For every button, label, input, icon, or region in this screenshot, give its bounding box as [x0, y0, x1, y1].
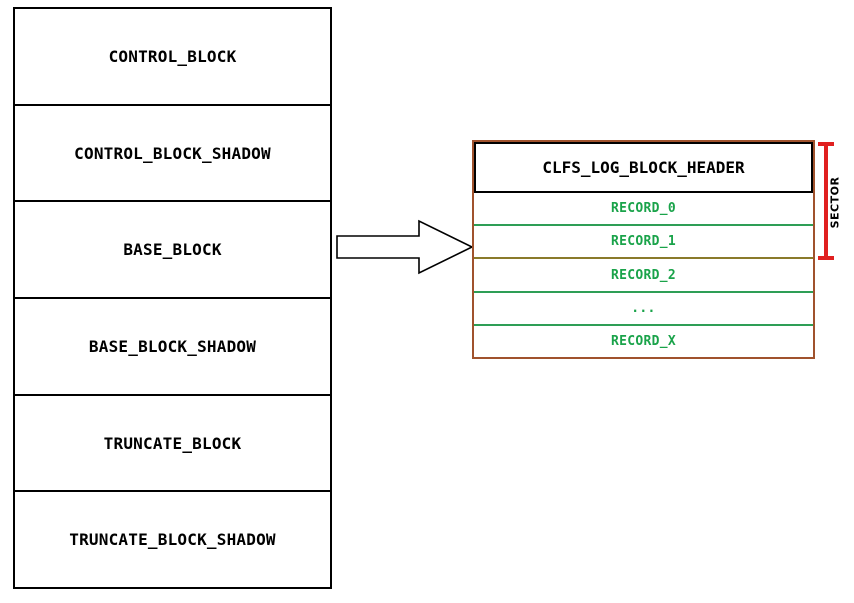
metadata-block-label: BASE_BLOCK [123, 240, 222, 260]
record-label: RECORD_X [610, 333, 676, 349]
metadata-block-label: TRUNCATE_BLOCK [103, 433, 242, 453]
sector-annotation-label: SECTOR [824, 160, 846, 244]
record-label: RECORD_1 [610, 234, 676, 250]
log-block-header-label: CLFS_LOG_BLOCK_HEADER [542, 158, 745, 177]
record-row: RECORD_X [474, 326, 813, 357]
record-row: RECORD_0 [474, 193, 813, 227]
metadata-block-label: CONTROL_BLOCK_SHADOW [74, 143, 271, 163]
metadata-block-row: BASE_BLOCK_SHADOW [15, 299, 330, 396]
metadata-block-row: TRUNCATE_BLOCK [15, 396, 330, 493]
record-row: RECORD_2 [474, 259, 813, 293]
metadata-blocks-column: CONTROL_BLOCK CONTROL_BLOCK_SHADOW BASE_… [13, 7, 332, 589]
metadata-block-row: CONTROL_BLOCK [15, 9, 330, 106]
metadata-block-label: TRUNCATE_BLOCK_SHADOW [69, 530, 276, 550]
metadata-block-label: CONTROL_BLOCK [108, 46, 237, 66]
log-block-container: CLFS_LOG_BLOCK_HEADER RECORD_0 RECORD_1 … [472, 140, 815, 359]
record-row-ellipsis: ... [474, 293, 813, 326]
metadata-block-row: CONTROL_BLOCK_SHADOW [15, 106, 330, 203]
log-block-header: CLFS_LOG_BLOCK_HEADER [474, 142, 813, 193]
metadata-block-row: TRUNCATE_BLOCK_SHADOW [15, 492, 330, 587]
log-block-records: RECORD_0 RECORD_1 RECORD_2 ... RECORD_X [474, 193, 813, 357]
record-label: RECORD_0 [610, 201, 676, 217]
sector-annotation-text: SECTOR [828, 176, 842, 228]
right-arrow-icon [336, 218, 474, 276]
record-row: RECORD_1 [474, 226, 813, 260]
record-ellipsis-label: ... [631, 300, 656, 316]
metadata-block-row: BASE_BLOCK [15, 202, 330, 300]
record-label: RECORD_2 [610, 267, 676, 283]
metadata-block-label: BASE_BLOCK_SHADOW [88, 336, 257, 356]
sector-bracket-icon [818, 140, 834, 262]
